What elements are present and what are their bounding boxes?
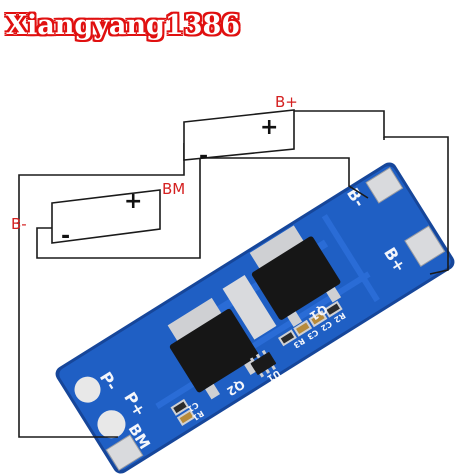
mosfet-lead (205, 383, 221, 400)
cell-top-minus: - (199, 144, 208, 169)
pcb-board: P- P+ BM B- B+ Q2 Q1 U1 (55, 162, 455, 474)
wire-bm (18, 143, 185, 438)
mosfet-body (251, 236, 341, 320)
resistor-r2 (278, 329, 297, 347)
label-b-plus: B+ (275, 93, 298, 111)
pad-b-minus (365, 167, 404, 204)
cell-top: - + (183, 109, 295, 169)
cell-top-body (183, 109, 295, 161)
ic-pin (259, 372, 265, 378)
cell-bottom-minus: - (61, 224, 70, 249)
ic-pin (249, 357, 255, 363)
watermark: Xiangyang1386 (6, 10, 241, 41)
center-pad (222, 274, 277, 340)
wire-b-plus (292, 110, 449, 275)
cell-bottom-plus: + (124, 189, 142, 214)
wires (18, 110, 449, 438)
passives (170, 300, 343, 427)
label-bm: BM (162, 180, 186, 198)
label-b-minus: B- (11, 215, 27, 233)
ic-pin (271, 365, 276, 371)
cell-bottom: - + (51, 189, 161, 249)
wire-b-minus (36, 157, 369, 259)
resistor-r1 (170, 398, 190, 416)
mosfet-lead (326, 287, 342, 303)
pad-bm (105, 434, 144, 471)
capacitor-c1 (176, 409, 196, 427)
cell-top-plus: + (260, 115, 278, 140)
pcb-trace (321, 214, 380, 303)
resistor-r3 (323, 300, 343, 318)
ic-u1 (249, 349, 277, 378)
mosfet-q2 (167, 297, 260, 400)
ic-pin (265, 368, 271, 374)
pad-p-minus (74, 376, 101, 403)
mosfet-lead (287, 311, 303, 327)
mosfet-q1 (249, 225, 342, 327)
ic-body (250, 352, 277, 375)
ic-pin (261, 349, 267, 355)
ic-pin (255, 353, 261, 359)
mosfet-tab (249, 225, 306, 272)
pad-b-plus (404, 225, 446, 267)
capacitor-c2 (293, 319, 313, 337)
mosfet-body (169, 308, 259, 393)
cell-bottom-body (51, 189, 161, 244)
capacitor-c3 (308, 310, 328, 328)
pad-p-plus (97, 410, 126, 439)
mosfet-tab (167, 297, 224, 345)
